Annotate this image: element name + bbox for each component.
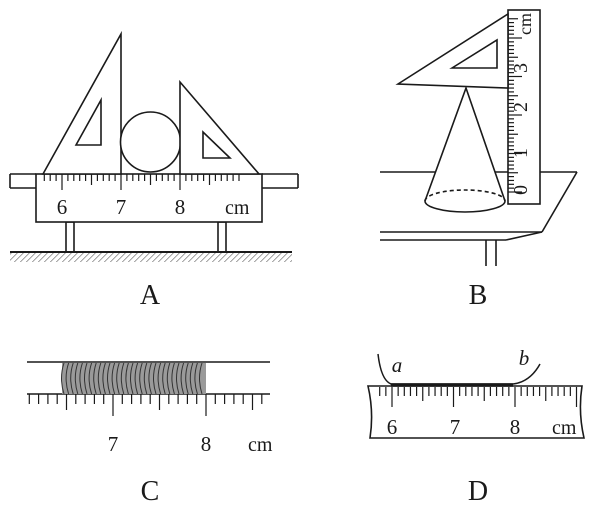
coil-turn xyxy=(185,362,189,395)
coil-turn xyxy=(79,362,83,395)
coil-turn xyxy=(157,362,162,395)
caption-c: C xyxy=(141,476,160,507)
coil-turn xyxy=(194,362,198,395)
ruler-b-number-2: 2 xyxy=(510,102,532,112)
ruler-b-number-0: 0 xyxy=(510,185,532,195)
panel-d xyxy=(366,353,586,439)
coil-turn xyxy=(166,362,171,395)
coil-turn xyxy=(199,362,203,395)
coil-turn xyxy=(61,362,65,395)
wire-end-b: b xyxy=(519,346,530,370)
ruler-a-number-8: 8 xyxy=(175,195,186,219)
set-square-right xyxy=(179,79,261,175)
ruler-b-number-3: 3 xyxy=(510,63,532,73)
coil-turn xyxy=(93,362,97,395)
coil-turn xyxy=(116,362,120,395)
caption-b: B xyxy=(469,280,488,311)
ruler-b-unit: cm xyxy=(515,13,535,35)
coil-turn xyxy=(180,362,185,395)
wire-d xyxy=(377,353,541,385)
table-leg-left xyxy=(65,221,75,253)
ruler-a-ticks xyxy=(43,174,240,190)
coil-turn xyxy=(70,362,74,395)
coil-turn xyxy=(74,362,79,395)
ruler-b-number-1: 1 xyxy=(510,148,532,158)
ruler-d xyxy=(366,385,586,439)
coil-turn xyxy=(162,362,166,395)
coil-turn xyxy=(120,362,125,395)
coil-turn xyxy=(189,362,194,395)
wire-end-a: a xyxy=(392,353,403,377)
coil-turn xyxy=(107,362,111,395)
coil-turn xyxy=(88,362,93,395)
table-leg-right xyxy=(217,221,227,253)
caption-a: A xyxy=(140,280,161,311)
coil-turn xyxy=(111,362,116,395)
ruler-a-number-7: 7 xyxy=(116,195,127,219)
coil-turn xyxy=(102,362,106,395)
ruler-b-ticks xyxy=(508,18,522,193)
coil-turn xyxy=(130,362,134,395)
coil-turn xyxy=(97,362,102,395)
coil-turn xyxy=(65,362,70,395)
ruler-d-unit: cm xyxy=(552,417,577,439)
circle-object xyxy=(119,111,182,173)
panel-b xyxy=(380,9,578,266)
coil-turn xyxy=(148,362,152,395)
ground-a xyxy=(10,252,292,262)
ruler-c-number-8: 8 xyxy=(201,432,212,456)
ruler-a xyxy=(35,173,263,223)
coil-turn xyxy=(153,362,157,395)
ruler-c-number-7: 7 xyxy=(108,432,119,456)
ruler-d-number-6: 6 xyxy=(387,415,398,439)
coil-turn xyxy=(176,362,180,395)
coil-turn xyxy=(139,362,143,395)
ruler-d-ticks xyxy=(379,387,578,407)
coil-turn xyxy=(171,362,175,395)
panel-c xyxy=(27,361,270,395)
coil-turn xyxy=(125,362,129,395)
coil-turn xyxy=(134,362,139,395)
ruler-c-ticks xyxy=(28,394,263,416)
coil-c xyxy=(62,363,206,394)
ruler-d-number-7: 7 xyxy=(450,415,461,439)
coil-turn xyxy=(143,362,148,395)
ruler-c-unit: cm xyxy=(248,434,273,456)
caption-d: D xyxy=(468,476,488,507)
ruler-a-number-6: 6 xyxy=(57,195,68,219)
panel-a xyxy=(9,30,299,262)
ruler-d-number-8: 8 xyxy=(510,415,521,439)
cone xyxy=(424,85,506,213)
set-square-left xyxy=(41,30,122,175)
coil-turn xyxy=(84,362,88,395)
ruler-a-unit: cm xyxy=(225,197,250,219)
set-square-b xyxy=(395,12,509,89)
